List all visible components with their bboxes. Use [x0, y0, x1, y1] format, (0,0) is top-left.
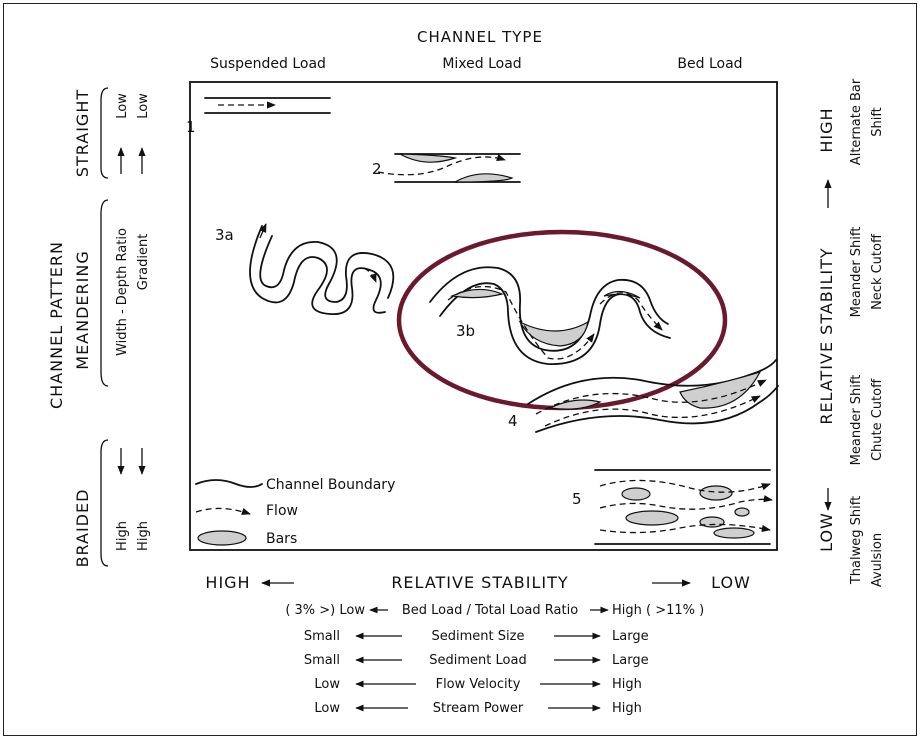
braided-brace [101, 440, 108, 566]
row-2-right: Large [612, 629, 649, 644]
row-5-right: High [612, 701, 642, 716]
sketch-5-braided: 5 [572, 470, 772, 544]
straight-label: STRAIGHT [73, 89, 92, 177]
row-3-mid: Sediment Load [429, 653, 526, 668]
bottom-high-label: HIGH [205, 573, 250, 592]
legend-flow-icon [196, 508, 250, 514]
right-stability-title: RELATIVE STABILITY [817, 247, 836, 424]
channel-pattern-title: CHANNEL PATTERN [47, 241, 66, 409]
row-4-right: High [612, 677, 642, 692]
meander-shift-label-1: Meander Shift [849, 375, 864, 466]
meander-shift-label-2: Meander Shift [849, 227, 864, 318]
chute-cutoff-label: Chute Cutoff [870, 378, 885, 461]
row-2-mid: Sediment Size [432, 629, 525, 644]
bottom-low-label: LOW [711, 573, 751, 592]
bottom-stability-title: RELATIVE STABILITY [391, 573, 568, 592]
row-3-right: Large [612, 653, 649, 668]
type-suspended-load: Suspended Load [210, 56, 326, 72]
bottom-row-1: ( 3% >) Low Bed Load / Total Load Ratio … [285, 603, 704, 618]
thalweg-shift-label: Thalweg Shift [849, 496, 864, 585]
row-5-left: Low [314, 701, 340, 716]
legend: Channel Boundary Flow Bars [196, 477, 395, 547]
straight-brace [101, 88, 108, 178]
channel-type-title: CHANNEL TYPE [417, 28, 543, 46]
legend-bars-label: Bars [266, 531, 297, 547]
gradient-label: Gradient [136, 234, 151, 291]
braided-gradient-high: High [136, 521, 151, 551]
legend-boundary-label: Channel Boundary [266, 477, 395, 493]
sketch-1-straight: 1 [186, 98, 330, 136]
right-low-label: LOW [817, 512, 836, 552]
sketch-3a-meander: 3a [215, 224, 393, 314]
row-1-mid: Bed Load / Total Load Ratio [402, 603, 578, 618]
row-3-left: Small [304, 653, 340, 668]
straight-wd-low: Low [115, 93, 130, 119]
sketch-3a-label: 3a [215, 226, 234, 244]
sketch-3b-meander: 3b [430, 267, 670, 364]
row-1-left: ( 3% >) Low [285, 603, 365, 618]
sketch-2-label: 2 [372, 160, 382, 178]
highlight-ellipse-3b [399, 232, 725, 408]
right-high-label: HIGH [817, 107, 836, 152]
row-5-mid: Stream Power [433, 701, 524, 716]
type-mixed-load: Mixed Load [442, 56, 521, 72]
avulsion-label: Avulsion [870, 533, 885, 587]
neck-cutoff-label: Neck Cutoff [870, 233, 885, 310]
legend-flow-label: Flow [266, 503, 298, 519]
bottom-row-2: Small Sediment Size Large [304, 629, 649, 644]
meandering-brace [101, 200, 108, 386]
row-2-left: Small [304, 629, 340, 644]
sketch-2-alternate-bars: 2 [372, 154, 520, 182]
braided-label: BRAIDED [73, 489, 92, 568]
bottom-row-5: Low Stream Power High [314, 701, 642, 716]
wd-ratio-label: Width - Depth Ratio [115, 228, 130, 356]
sketch-4-wandering: 4 [508, 360, 778, 432]
sketch-1-label: 1 [186, 118, 196, 136]
straight-gradient-low: Low [136, 93, 151, 119]
type-bed-load: Bed Load [677, 56, 742, 72]
bottom-row-4: Low Flow Velocity High [314, 677, 642, 692]
bottom-row-3: Small Sediment Load Large [304, 653, 649, 668]
row-1-right: High ( >11% ) [612, 603, 704, 618]
sketch-3b-label: 3b [456, 322, 475, 340]
sketch-5-label: 5 [572, 490, 582, 508]
row-4-left: Low [314, 677, 340, 692]
legend-boundary-icon [196, 480, 262, 487]
sketch-4-label: 4 [508, 412, 518, 430]
braided-wd-high: High [115, 521, 130, 551]
shift-label: Shift [870, 107, 885, 137]
meandering-label: MEANDERING [73, 250, 92, 369]
alternate-bar-label: Alternate Bar [849, 78, 864, 165]
row-4-mid: Flow Velocity [436, 677, 521, 692]
legend-bars-icon [198, 531, 246, 545]
